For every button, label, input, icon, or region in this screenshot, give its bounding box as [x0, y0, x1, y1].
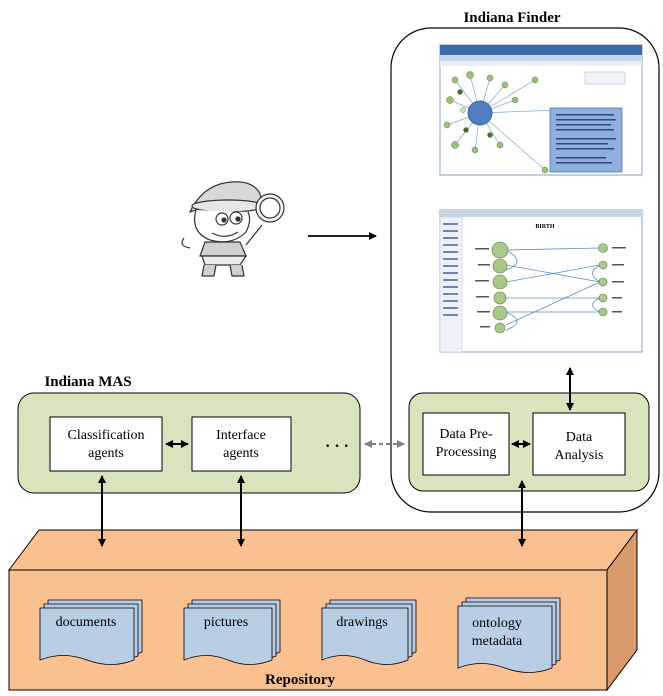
- analysis-line1: Data: [566, 430, 593, 445]
- metadata-label: metadata: [472, 634, 523, 649]
- preprocessing-line1: Data Pre-: [439, 427, 493, 442]
- classification-agents-box: [49, 416, 163, 472]
- finder-title: Indiana Finder: [463, 10, 560, 26]
- explorer-magnifier-icon: [181, 181, 285, 277]
- pictures-label: pictures: [204, 615, 248, 630]
- preprocessing-line2: Processing: [436, 445, 497, 460]
- documents-stack: [39, 599, 143, 665]
- pictures-stack: [183, 599, 281, 665]
- classification-line1: Classification: [68, 428, 145, 443]
- drawings-stack: [321, 599, 417, 665]
- classification-line2: agents: [88, 446, 124, 461]
- ontology-metadata-stack: [457, 597, 561, 673]
- documents-label: documents: [56, 615, 117, 630]
- mas-title: Indiana MAS: [44, 374, 131, 390]
- finder-screenshot-graph: [439, 44, 643, 176]
- drawings-label: drawings: [336, 615, 387, 630]
- data-preprocessing-box: [422, 412, 510, 476]
- interface-line1: Interface: [216, 428, 266, 443]
- data-analysis-box: [532, 412, 626, 476]
- interface-agents-box: [191, 416, 292, 472]
- mas-ellipsis: · · ·: [325, 438, 349, 455]
- repository-title: Repository: [265, 672, 335, 688]
- analysis-line2: Analysis: [555, 448, 604, 463]
- birth-label: BIRTH: [535, 224, 554, 230]
- interface-line2: agents: [223, 446, 259, 461]
- ontology-label: ontology: [472, 616, 522, 631]
- finder-screenshot-ontology: BIRTH: [439, 209, 643, 353]
